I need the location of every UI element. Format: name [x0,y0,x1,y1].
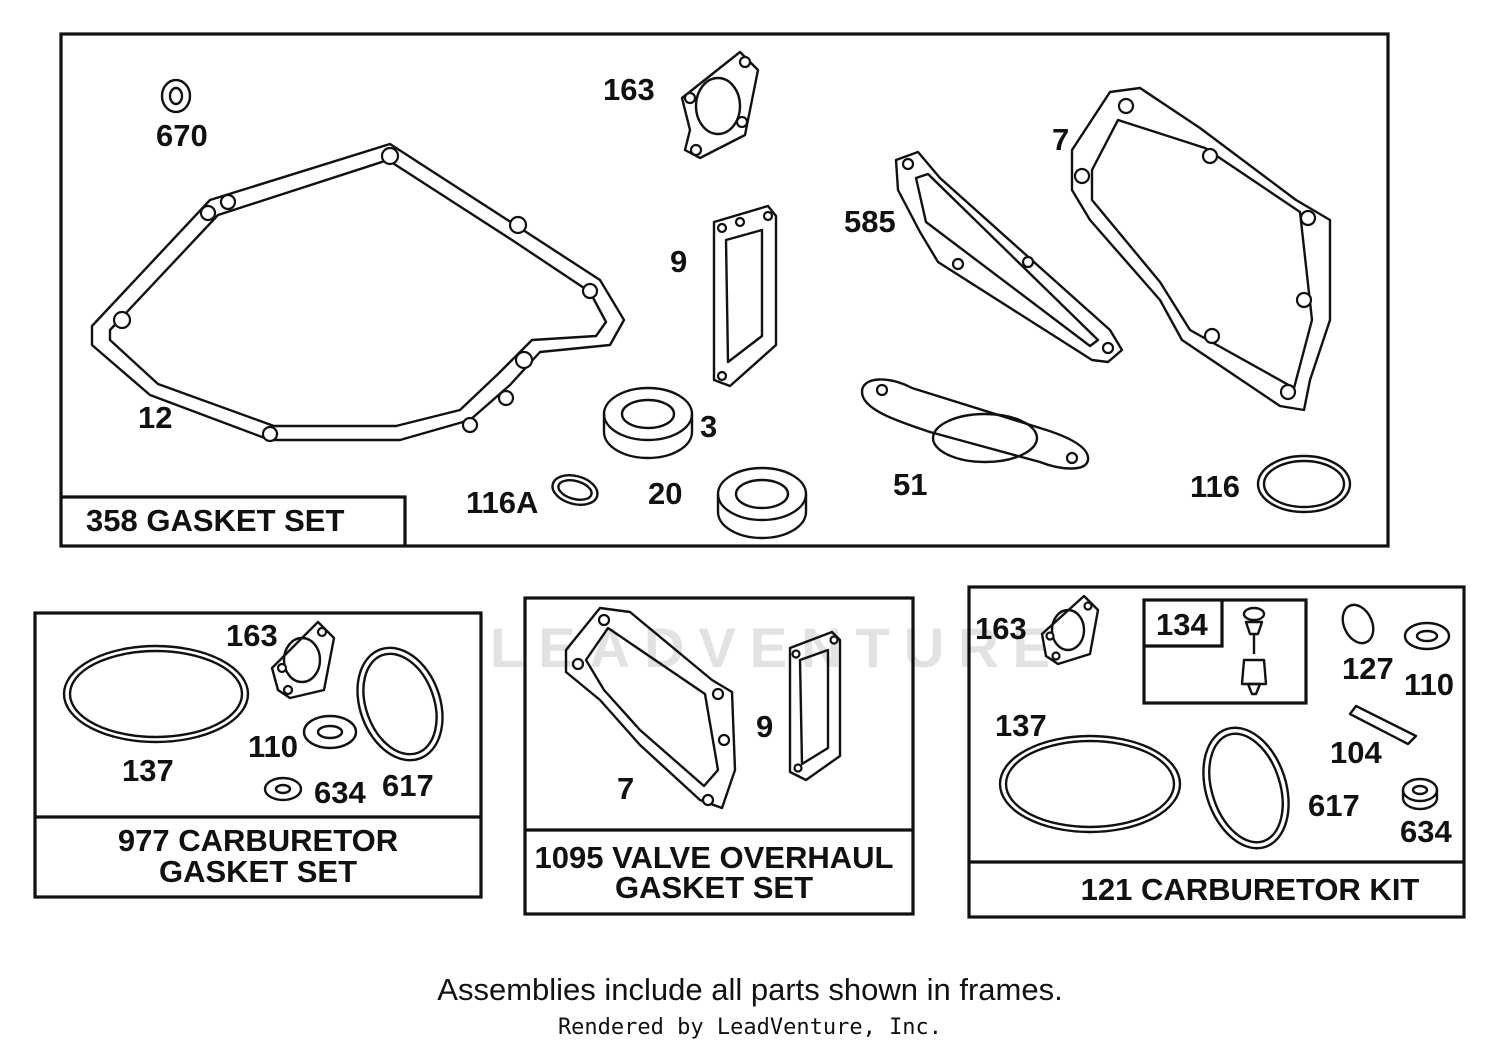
label-c163: 163 [226,618,278,653]
label-k110: 110 [1404,667,1454,702]
frame-title-121: 121 CARBURETOR KIT [1081,872,1420,907]
part-670-washer[interactable] [160,78,192,114]
label-v9: 9 [756,709,773,744]
frame-121-carburetor-kit: 121 CARBURETOR KIT [967,585,1466,919]
label-9: 9 [670,244,687,279]
part-k617-ring[interactable] [1189,717,1303,860]
part-k163-gasket[interactable] [1040,594,1100,666]
part-c110-washer[interactable] [302,714,358,750]
label-k634: 634 [1400,814,1452,849]
part-v7-head-gasket[interactable] [564,606,737,810]
label-12: 12 [138,400,172,435]
label-k104: 104 [1330,735,1382,770]
watermark: LEADVENTURE [490,616,1065,679]
label-7: 7 [1052,122,1069,157]
part-k110-washer[interactable] [1403,621,1451,651]
part-k137-ring[interactable] [998,734,1182,834]
part-3-seal[interactable] [602,386,694,460]
label-51: 51 [893,467,927,502]
frame-title-977-line1: 977 CARBURETOR [118,823,398,858]
part-c617-ring[interactable] [343,636,458,772]
part-51-exhaust-gasket[interactable] [860,378,1090,470]
frame-title-134: 134 [1156,607,1208,642]
part-v9-valve-gasket[interactable] [788,630,842,782]
part-20-seal[interactable] [716,466,808,540]
part-12-crankcase-gasket[interactable] [90,142,626,443]
frame-title-358: 358 GASKET SET [86,503,344,538]
label-670: 670 [156,118,208,153]
label-3: 3 [700,409,717,444]
part-k104-pin[interactable] [1348,704,1418,746]
label-163: 163 [603,72,655,107]
frame-title-977-line2: GASKET SET [159,854,357,889]
part-585-breather-gasket[interactable] [894,150,1124,364]
label-k617: 617 [1308,788,1360,823]
part-c634-washer[interactable] [263,776,303,802]
label-c634: 634 [314,775,366,810]
frame-358-gasket-set: 358 GASKET SET [59,32,1390,548]
part-134-needle-valve[interactable] [1240,606,1268,696]
part-163-gasket[interactable] [680,50,760,160]
frame-title-1095-line1: 1095 VALVE OVERHAUL [535,840,894,875]
label-c617: 617 [382,768,434,803]
label-585: 585 [844,204,896,239]
part-k634-washer[interactable] [1401,777,1439,811]
rendered-by-credit: Rendered by LeadVenture, Inc. [557,1015,943,1040]
label-20: 20 [648,476,682,511]
part-c137-ring[interactable] [62,644,250,744]
label-k137: 137 [995,708,1047,743]
part-9-valve-gasket[interactable] [712,204,778,388]
part-c163-gasket[interactable] [270,620,336,700]
label-c137: 137 [122,753,174,788]
part-116a-ring[interactable] [549,471,601,510]
part-116-ring[interactable] [1256,454,1352,514]
assemblies-note: Assemblies include all parts shown in fr… [437,972,1063,1007]
label-v7: 7 [617,771,634,806]
label-k127: 127 [1342,651,1394,686]
label-116: 116 [1190,469,1240,504]
frame-title-1095-line2: GASKET SET [615,870,813,905]
label-116a: 116A [466,485,538,520]
part-k127-plug[interactable] [1337,600,1379,648]
frame-134-inner-kit: 134 [1142,598,1308,705]
part-7-head-gasket[interactable] [1070,86,1332,412]
label-k163: 163 [975,611,1027,646]
label-c110: 110 [248,729,298,764]
frame-1095-valve-overhaul-set: 1095 VALVE OVERHAUL GASKET SET [523,596,915,916]
frame-977-carburetor-gasket-set: 977 CARBURETOR GASKET SET [33,611,483,899]
